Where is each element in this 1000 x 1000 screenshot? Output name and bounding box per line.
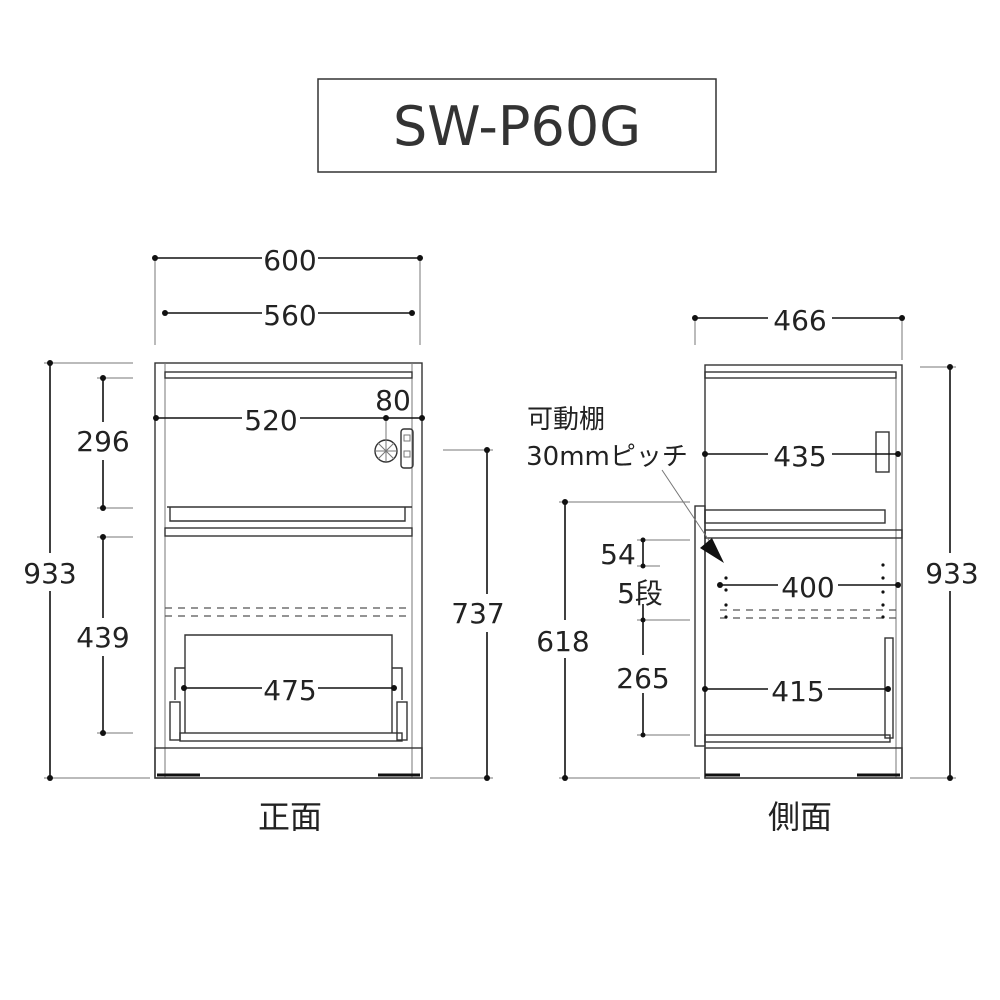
front-view-label: 正面: [258, 798, 322, 836]
dim-width-600: 600: [263, 244, 316, 277]
dim-height-618: 618: [536, 625, 589, 658]
model-title: SW-P60G: [393, 95, 641, 158]
dim-width-520: 520: [244, 404, 297, 437]
dim-height-296: 296: [76, 425, 129, 458]
dim-height-265: 265: [616, 662, 669, 695]
dim-height-737: 737: [451, 597, 504, 630]
shelf-pitch-note: 30mmピッチ: [526, 442, 688, 472]
title-box: SW-P60G: [317, 78, 717, 173]
side-view: 466 435 400 415 933 618 54 5段 265: [526, 304, 979, 836]
front-view: 600 560 520 80 475 296 439 933 737: [23, 244, 504, 836]
outlet-icon: [374, 428, 414, 469]
side-view-label: 側面: [768, 798, 832, 836]
shelf-steps-label: 5段: [617, 577, 663, 610]
dim-width-80: 80: [375, 384, 411, 417]
dim-depth-415: 415: [771, 675, 824, 708]
dim-depth-435: 435: [773, 440, 826, 473]
dim-depth-466: 466: [773, 304, 826, 337]
dim-height-933-side: 933: [925, 557, 978, 590]
dim-pitch-54: 54: [600, 538, 636, 571]
dim-depth-400: 400: [781, 571, 834, 604]
dim-height-439: 439: [76, 621, 129, 654]
arrow-icon: [700, 538, 724, 563]
shelf-pin-holes: [724, 563, 885, 619]
dim-width-475: 475: [263, 674, 316, 707]
dim-height-933-front: 933: [23, 557, 76, 590]
adjustable-shelf-note: 可動棚: [527, 405, 605, 435]
dim-width-560: 560: [263, 299, 316, 332]
